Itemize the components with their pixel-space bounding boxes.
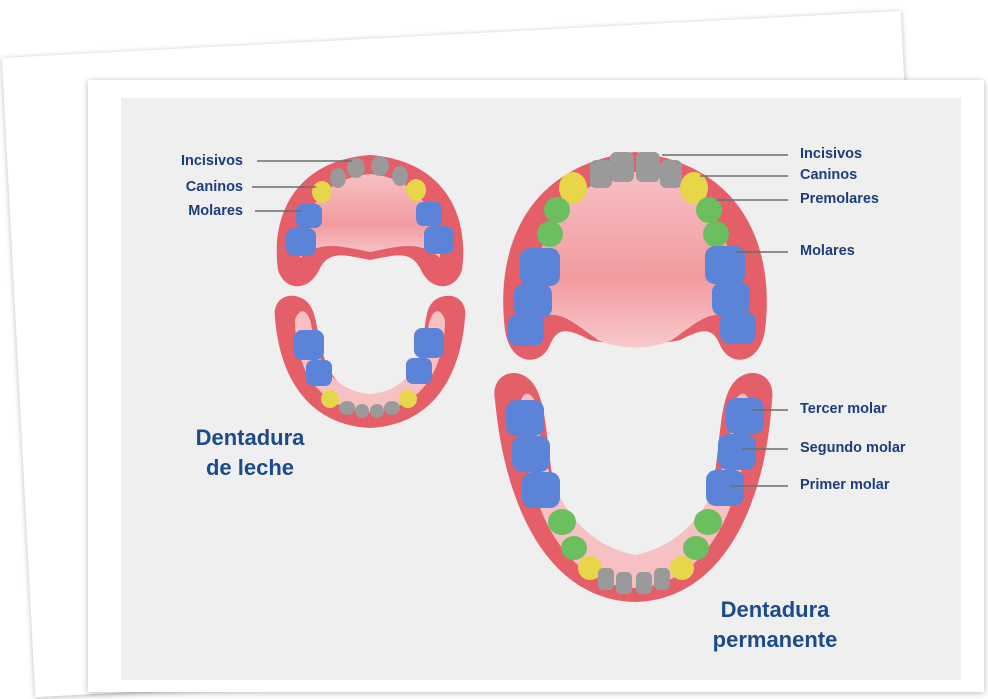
label-permanent-molares: Molares [800, 243, 855, 259]
permanent-lower-molar [512, 436, 550, 472]
primary-lower-incisor [384, 401, 400, 415]
label-permanent-incisivos: Incisivos [800, 146, 862, 162]
title-permanent-line1: Dentadura [695, 596, 855, 624]
primary-lower-incisor [355, 404, 369, 418]
label-permanent-caninos: Caninos [800, 167, 857, 183]
permanent-lower-incisor [616, 572, 632, 594]
permanent-upper-premolar [703, 221, 729, 247]
permanent-upper-premolar [696, 197, 722, 223]
primary-upper-incisor [371, 156, 389, 176]
title-primary-line2: de leche [170, 454, 330, 482]
primary-upper-canine [406, 179, 426, 201]
permanent-lower-premolar [694, 509, 722, 535]
permanent-upper-molar [720, 312, 756, 344]
label-primer-molar: Primer molar [800, 477, 889, 493]
primary-upper-arch [277, 155, 464, 286]
permanent-lower-molar [506, 400, 544, 436]
permanent-upper-molar [508, 314, 544, 346]
primary-lower-molar [406, 358, 432, 384]
title-permanent-line2: permanente [695, 626, 855, 654]
label-primary-molares: Molares [150, 203, 243, 219]
permanent-upper-arch [503, 152, 767, 360]
primary-lower-molar [294, 330, 324, 360]
permanent-lower-molar [726, 398, 764, 434]
permanent-lower-molar [706, 470, 744, 506]
primary-upper-molar [296, 204, 322, 228]
label-segundo-molar: Segundo molar [800, 440, 906, 456]
title-primary-line1: Dentadura [170, 424, 330, 452]
permanent-lower-molar [718, 434, 756, 470]
permanent-upper-incisor [660, 160, 682, 188]
permanent-upper-premolar [544, 197, 570, 223]
permanent-lower-incisor [654, 568, 670, 590]
permanent-lower-arch [494, 373, 772, 602]
primary-upper-canine [312, 181, 332, 203]
permanent-lower-premolar [548, 509, 576, 535]
label-primary-incisivos: Incisivos [150, 153, 243, 169]
permanent-lower-incisor [598, 568, 614, 590]
permanent-lower-incisor [636, 572, 652, 594]
permanent-upper-incisor [636, 152, 660, 182]
primary-lower-canine [399, 390, 417, 408]
primary-upper-molar [424, 226, 454, 254]
primary-lower-molar [306, 360, 332, 386]
permanent-lower-canine [670, 556, 694, 580]
primary-lower-molar [414, 328, 444, 358]
permanent-upper-incisor [610, 152, 634, 182]
primary-lower-arch [275, 296, 466, 428]
primary-upper-incisor [392, 166, 408, 186]
primary-lower-incisor [370, 404, 384, 418]
permanent-upper-premolar [537, 221, 563, 247]
permanent-upper-molar [514, 284, 552, 318]
permanent-upper-molar [712, 282, 750, 316]
permanent-upper-incisor [590, 160, 612, 188]
label-tercer-molar: Tercer molar [800, 401, 887, 417]
label-primary-caninos: Caninos [150, 179, 243, 195]
primary-lower-incisor [339, 401, 355, 415]
primary-upper-molar [286, 228, 316, 256]
permanent-lower-premolar [561, 536, 587, 560]
permanent-upper-molar [520, 248, 560, 286]
primary-upper-incisor [330, 168, 346, 188]
label-permanent-premolares: Premolares [800, 191, 879, 207]
permanent-lower-premolar [683, 536, 709, 560]
primary-upper-molar [416, 202, 442, 226]
permanent-lower-molar [522, 472, 560, 508]
primary-lower-canine [321, 390, 339, 408]
